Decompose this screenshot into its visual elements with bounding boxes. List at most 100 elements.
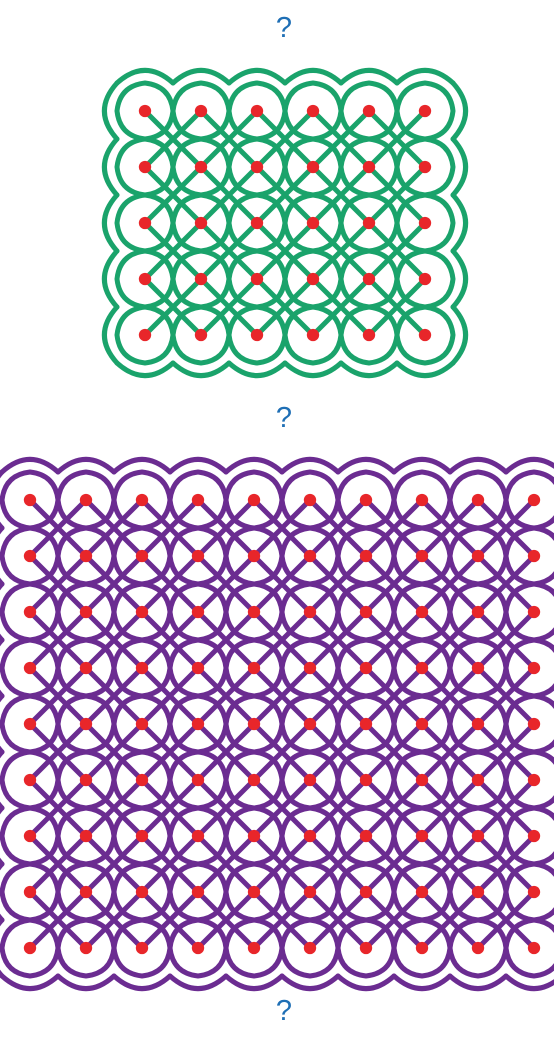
kolam-dot [192, 718, 204, 730]
kolam-dot [528, 718, 540, 730]
kolam-dot [360, 774, 372, 786]
kolam-dot [416, 718, 428, 730]
kolam-dot [24, 942, 36, 954]
kolam-dot [80, 494, 92, 506]
kolam-dot [419, 273, 431, 285]
kolam-dot [24, 830, 36, 842]
kolam-dot [416, 774, 428, 786]
kolam-dot [251, 329, 263, 341]
kolam-dot [192, 550, 204, 562]
kolam-dot [472, 886, 484, 898]
kolam-dot [528, 606, 540, 618]
kolam-dot [304, 774, 316, 786]
kolam-dot [419, 105, 431, 117]
kolam-dot [136, 662, 148, 674]
kolam-dot [136, 606, 148, 618]
kolam-dot [528, 830, 540, 842]
kolam-dot [416, 494, 428, 506]
kolam-dot [195, 329, 207, 341]
kolam-dot [251, 105, 263, 117]
kolam-dot [304, 662, 316, 674]
kolam-dot [416, 942, 428, 954]
kolam-dot [416, 830, 428, 842]
kolam-dot [248, 942, 260, 954]
kolam-dot [472, 662, 484, 674]
green-kolam-pattern [122, 88, 447, 360]
kolam-dot [360, 830, 372, 842]
kolam-dot [248, 494, 260, 506]
kolam-dot [472, 606, 484, 618]
kolam-dot [80, 718, 92, 730]
kolam-dot [416, 662, 428, 674]
kolam-dot [419, 161, 431, 173]
kolam-dot [304, 942, 316, 954]
kolam-dot [528, 942, 540, 954]
kolam-lines [104, 70, 465, 375]
kolam-dot [304, 886, 316, 898]
kolam-dot [248, 774, 260, 786]
kolam-dot [528, 886, 540, 898]
kolam-dot [307, 273, 319, 285]
kolam-dot [195, 217, 207, 229]
kolam-dot [248, 662, 260, 674]
kolam-dot [416, 886, 428, 898]
kolam-dot [136, 942, 148, 954]
kolam-dot [472, 942, 484, 954]
kolam-dot [304, 494, 316, 506]
kolam-dot [360, 550, 372, 562]
kolam-dot [307, 217, 319, 229]
kolam-dot [195, 273, 207, 285]
kolam-dot [24, 494, 36, 506]
kolam-dot [248, 830, 260, 842]
question-mark-top: ? [264, 14, 304, 43]
kolam-dot [363, 273, 375, 285]
kolam-dot [360, 606, 372, 618]
kolam-dot [248, 550, 260, 562]
kolam-dot [416, 550, 428, 562]
kolam-dot [80, 606, 92, 618]
kolam-dot [304, 718, 316, 730]
kolam-dot [139, 161, 151, 173]
kolam-dot [80, 550, 92, 562]
kolam-dot [80, 830, 92, 842]
kolam-dot [24, 718, 36, 730]
kolam-dot [528, 662, 540, 674]
kolam-dot [363, 329, 375, 341]
kolam-dot [248, 606, 260, 618]
kolam-dot [136, 830, 148, 842]
kolam-dot [528, 494, 540, 506]
kolam-dot [304, 550, 316, 562]
kolam-dot [307, 161, 319, 173]
kolam-dot [136, 718, 148, 730]
kolam-dot [192, 606, 204, 618]
kolam-dot [139, 273, 151, 285]
kolam-dot [248, 718, 260, 730]
kolam-dot [363, 105, 375, 117]
kolam-dot [136, 550, 148, 562]
kolam-dot [251, 217, 263, 229]
kolam-dot [139, 329, 151, 341]
kolam-dot [419, 217, 431, 229]
kolam-dot [360, 662, 372, 674]
kolam-dot [472, 494, 484, 506]
kolam-dot [472, 550, 484, 562]
kolam-dot [24, 662, 36, 674]
kolam-dot [360, 886, 372, 898]
kolam-dot [80, 662, 92, 674]
kolam-dot [304, 830, 316, 842]
kolam-dot [136, 886, 148, 898]
kolam-dot [360, 718, 372, 730]
kolam-dot [24, 606, 36, 618]
kolam-dot [416, 606, 428, 618]
kolam-dot [136, 494, 148, 506]
kolam-dot [24, 550, 36, 562]
kolam-dot [80, 942, 92, 954]
kolam-dot [192, 830, 204, 842]
kolam-dot [192, 662, 204, 674]
kolam-dot [195, 105, 207, 117]
kolam-dot [251, 161, 263, 173]
kolam-dot [472, 774, 484, 786]
question-mark-middle: ? [264, 404, 304, 433]
kolam-dot [307, 105, 319, 117]
kolam-dot [24, 886, 36, 898]
